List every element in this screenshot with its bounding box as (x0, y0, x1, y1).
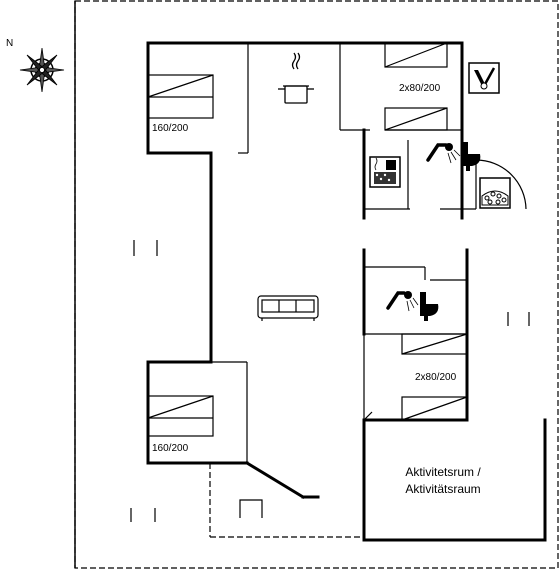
bed-label-top-left: 160/200 (152, 123, 189, 134)
toilet-icon (462, 142, 481, 171)
bed-label-mid-right: 2x80/200 (415, 372, 457, 383)
cooking-pot-icon (278, 52, 314, 104)
compass-rose-icon (19, 47, 65, 93)
thin-walls (130, 43, 530, 522)
bed-bottom-left (147, 395, 214, 437)
bed-label-top-right: 2x80/200 (399, 83, 441, 94)
whirlpool-icon (479, 177, 511, 209)
compass: N (6, 38, 65, 93)
bed-top-left (147, 74, 214, 119)
sauna-icon (369, 156, 401, 188)
bed-top-right (384, 42, 448, 131)
activity-room-label-line2: Aktivitätsraum (405, 482, 480, 496)
toilet-icon-2 (420, 292, 439, 321)
bed-mid-right (401, 333, 468, 421)
shower-icon (426, 143, 461, 164)
terrace-lines (209, 463, 365, 538)
activity-room-label-line1: Aktivitetsrum / (405, 465, 481, 479)
bed-label-bottom-left: 160/200 (152, 443, 189, 454)
north-label: N (6, 38, 13, 49)
dishwasher-icon (468, 62, 500, 94)
outdoor-stairs (239, 499, 263, 518)
shower-icon-2 (386, 291, 419, 312)
sofa-icon (257, 295, 319, 321)
